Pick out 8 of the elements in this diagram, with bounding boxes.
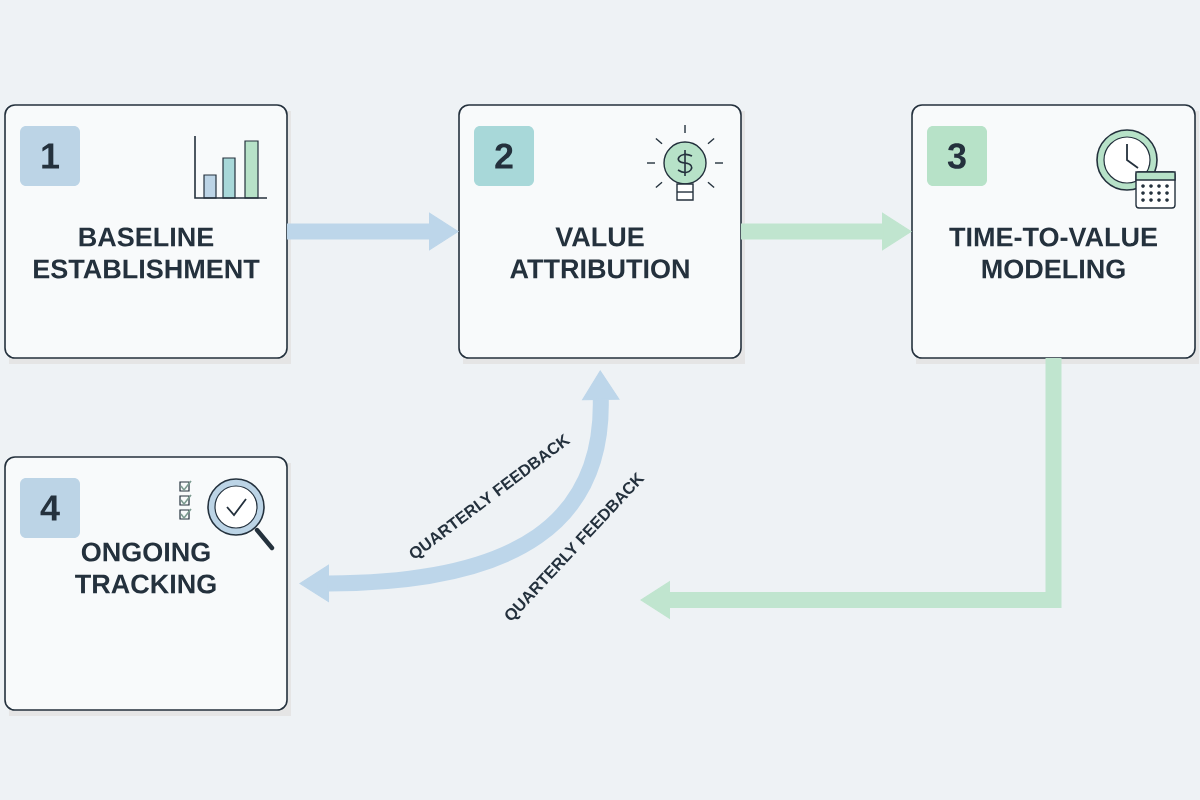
- arrow: [299, 370, 620, 603]
- arrow: [741, 212, 912, 251]
- number-badge: 2: [474, 126, 534, 186]
- arrow: [287, 212, 459, 251]
- arrow: [640, 358, 1062, 620]
- number-badge: 4: [20, 478, 80, 538]
- number-badge: 3: [927, 126, 987, 186]
- number-badge: 1: [20, 126, 80, 186]
